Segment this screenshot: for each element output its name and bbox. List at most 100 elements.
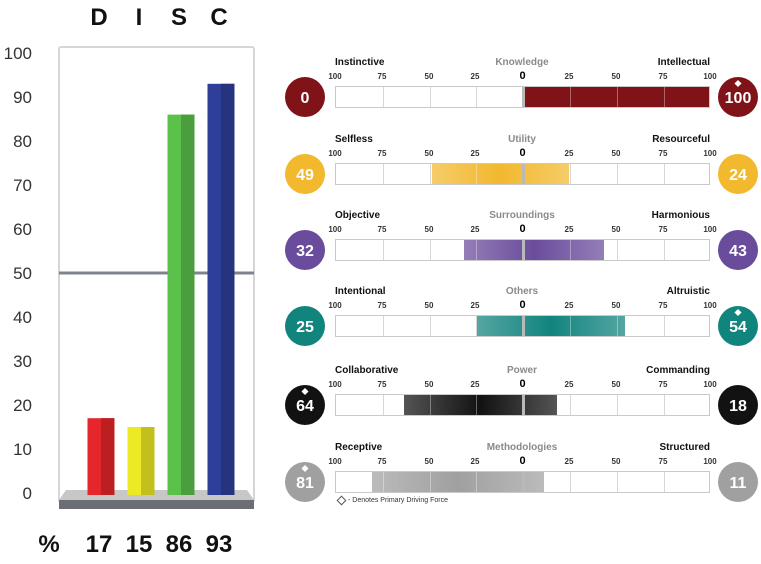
scale-tick: 50 xyxy=(424,149,434,158)
left-score: 81 xyxy=(296,475,314,492)
right-score: 18 xyxy=(729,398,747,415)
left-label: Selfless xyxy=(335,134,373,145)
scale-tick: 50 xyxy=(611,72,621,81)
gridline xyxy=(383,87,384,107)
gridline xyxy=(617,164,618,184)
left-score: 0 xyxy=(300,90,310,107)
gridline xyxy=(570,472,571,492)
gridline xyxy=(430,87,431,107)
center-marker xyxy=(522,87,525,107)
center-marker xyxy=(522,472,525,492)
scale-track xyxy=(335,315,710,337)
scale-tick: 75 xyxy=(658,72,668,81)
value-bar xyxy=(371,472,545,492)
bar-gridline xyxy=(476,395,477,415)
left-score-badge: 32 xyxy=(285,230,325,270)
scale-track xyxy=(335,86,710,108)
gridline xyxy=(383,240,384,260)
scale-tick: 25 xyxy=(470,72,480,81)
row-title: Methodologies xyxy=(486,442,558,453)
bar-gridline xyxy=(430,395,431,415)
right-label: Commanding xyxy=(646,365,710,376)
bar-gridline xyxy=(430,472,431,492)
right-score-badge: 24 xyxy=(718,154,758,194)
scale-tick: 25 xyxy=(564,457,574,466)
scale-tick: 0 xyxy=(519,223,526,235)
scale-tick: 0 xyxy=(519,299,526,311)
scale-tick: 75 xyxy=(658,301,668,310)
scale-tick: 75 xyxy=(377,301,387,310)
right-label: Altruistic xyxy=(666,286,710,297)
category-label-d: D xyxy=(90,4,107,31)
scale-tick: 50 xyxy=(611,149,621,158)
scale-tick: 100 xyxy=(703,149,717,158)
scale-tick: 75 xyxy=(377,72,387,81)
scale-tick: 50 xyxy=(424,301,434,310)
y-tick-label: 80 xyxy=(13,132,32,151)
gridline xyxy=(383,395,384,415)
scale-tick: 75 xyxy=(658,457,668,466)
scale-tick: 100 xyxy=(328,225,342,234)
scale-tick: 50 xyxy=(424,225,434,234)
diamond-icon xyxy=(301,464,309,473)
bar-shade-s xyxy=(181,114,195,495)
y-tick-label: 90 xyxy=(13,88,32,107)
gridline xyxy=(664,316,665,336)
scale-track xyxy=(335,394,710,416)
left-score-badge: 0 xyxy=(285,77,325,117)
right-label: Intellectual xyxy=(657,57,710,68)
value-bar xyxy=(431,164,569,184)
left-label: Objective xyxy=(335,210,381,221)
scale-tick: 75 xyxy=(377,149,387,158)
bar-shade-d xyxy=(101,418,115,495)
y-tick-label: 70 xyxy=(13,176,32,195)
bar-gridline xyxy=(476,472,477,492)
gridline xyxy=(476,87,477,107)
gridline xyxy=(570,164,571,184)
y-tick-label: 60 xyxy=(13,220,32,239)
right-score: 11 xyxy=(729,475,747,492)
scale-tick: 50 xyxy=(611,380,621,389)
scale-tick: 100 xyxy=(328,72,342,81)
row-title: Knowledge xyxy=(495,57,549,68)
scale-tick: 100 xyxy=(328,301,342,310)
right-label: Structured xyxy=(659,442,710,453)
right-score: 100 xyxy=(724,90,752,107)
y-tick-label: 10 xyxy=(13,440,32,459)
value-bar xyxy=(523,87,709,107)
scale-tick: 75 xyxy=(658,225,668,234)
bar-gridline xyxy=(570,316,571,336)
y-tick-label: 30 xyxy=(13,352,32,371)
scale-tick: 100 xyxy=(328,149,342,158)
y-tick-label: 100 xyxy=(4,44,32,63)
scale-tick: 25 xyxy=(470,149,480,158)
bar-shade-c xyxy=(221,83,235,496)
value-label-i: 15 xyxy=(126,531,153,558)
scale-track xyxy=(335,163,710,185)
value-bar xyxy=(463,240,605,260)
value-label-s: 86 xyxy=(166,531,193,558)
scale-tick: 75 xyxy=(377,380,387,389)
scale-tick: 50 xyxy=(611,457,621,466)
gridline xyxy=(430,164,431,184)
left-score: 25 xyxy=(296,319,314,336)
scale-tick: 0 xyxy=(519,70,526,82)
gridline xyxy=(617,395,618,415)
scale-tick: 50 xyxy=(424,72,434,81)
bar-gridline xyxy=(570,240,571,260)
scale-tick: 25 xyxy=(564,225,574,234)
value-bar xyxy=(403,395,558,415)
left-label: Intentional xyxy=(335,286,386,297)
scale-tick: 100 xyxy=(703,380,717,389)
center-marker xyxy=(522,316,525,336)
left-label: Collaborative xyxy=(335,365,399,376)
right-score: 54 xyxy=(729,319,747,336)
